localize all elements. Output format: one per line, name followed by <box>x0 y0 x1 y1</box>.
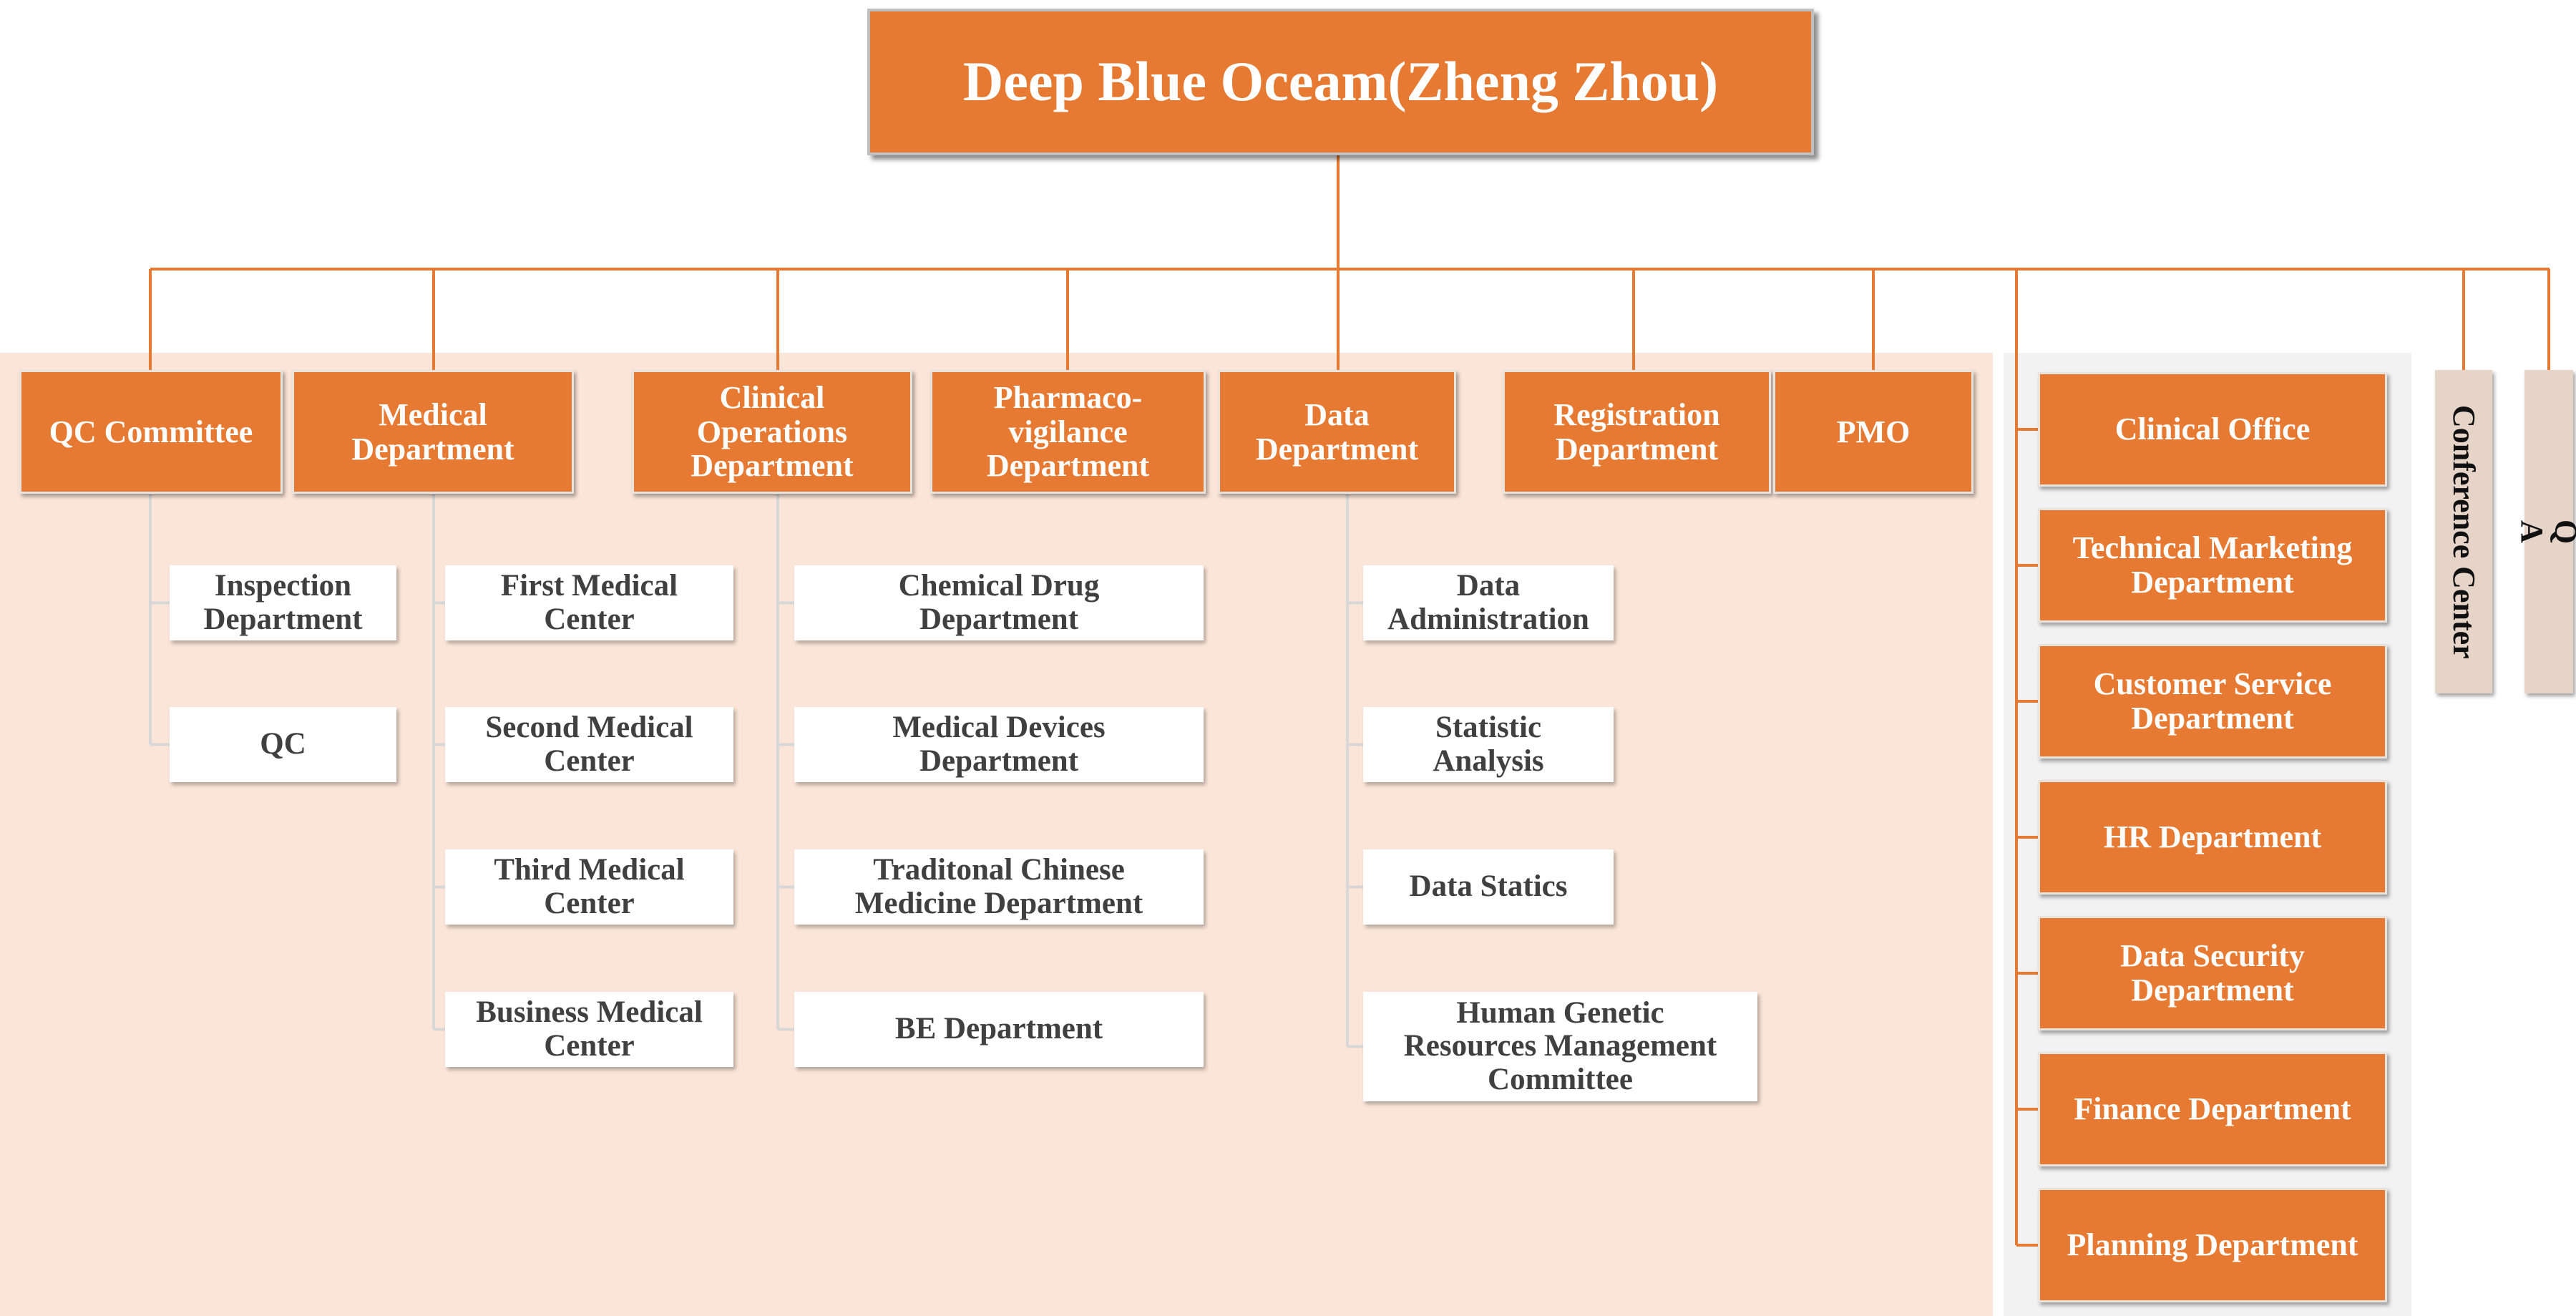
support-box-5: Finance Department <box>2038 1052 2387 1166</box>
sub-box-2-1: Medical Devices Department <box>794 707 1204 782</box>
support-box-6: Planning Department <box>2038 1188 2387 1302</box>
support-box-6-label: Planning Department <box>2067 1227 2358 1263</box>
sub-box-1-3-label: Business Medical Center <box>476 995 703 1063</box>
sub-box-1-2-label: Third Medical Center <box>494 853 685 920</box>
sub-box-4-3: Human Genetic Resources Management Commi… <box>1363 992 1757 1101</box>
sub-box-1-0-label: First Medical Center <box>500 569 678 636</box>
sub-box-1-3: Business Medical Center <box>445 992 733 1067</box>
dept-box-1: Medical Department <box>292 370 574 494</box>
root-box-label: Deep Blue Oceam(Zheng Zhou) <box>962 50 1719 113</box>
dept-box-0-label: QC Committee <box>49 414 253 449</box>
support-box-0: Clinical Office <box>2038 372 2387 487</box>
support-box-0-label: Clinical Office <box>2114 411 2311 447</box>
support-box-3: HR Department <box>2038 780 2387 895</box>
dept-box-6: PMO <box>1773 370 1974 494</box>
sub-box-0-0-label: Inspection Department <box>203 569 363 636</box>
sub-box-4-1-label: Statistic Analysis <box>1433 711 1544 778</box>
support-box-1-label: Technical Marketing Department <box>2072 530 2353 600</box>
sub-box-2-1-label: Medical Devices Department <box>892 711 1106 778</box>
support-box-1: Technical Marketing Department <box>2038 508 2387 623</box>
sub-box-1-2: Third Medical Center <box>445 849 733 925</box>
dept-box-0: QC Committee <box>19 370 283 494</box>
dept-box-3-label: Pharmaco- vigilance Department <box>986 380 1150 484</box>
dept-box-1-label: Medical Department <box>351 396 514 467</box>
sub-box-2-2: Traditonal Chinese Medicine Department <box>794 849 1204 925</box>
sub-box-1-1: Second Medical Center <box>445 707 733 782</box>
dept-box-6-label: PMO <box>1836 414 1911 449</box>
sub-box-2-2-label: Traditonal Chinese Medicine Department <box>854 853 1143 920</box>
sub-box-4-1: Statistic Analysis <box>1363 707 1614 782</box>
support-box-4-label: Data Security Department <box>2120 938 2305 1008</box>
sub-box-4-0-label: Data Administration <box>1387 569 1589 636</box>
sub-box-0-1: QC <box>170 707 396 782</box>
sub-box-2-0-label: Chemical Drug Department <box>898 569 1100 636</box>
sub-box-1-1-label: Second Medical Center <box>485 711 693 778</box>
side-box-1: Q A <box>2514 370 2576 693</box>
support-box-3-label: HR Department <box>2103 819 2322 855</box>
side-box-0-label: Conference Center <box>2446 404 2482 659</box>
dept-box-2: Clinical Operations Department <box>632 370 912 494</box>
sub-box-4-0: Data Administration <box>1363 565 1614 640</box>
side-box-1-label: Q A <box>2514 519 2576 545</box>
dept-box-3: Pharmaco- vigilance Department <box>930 370 1206 494</box>
sub-box-2-3-label: BE Department <box>894 1012 1103 1046</box>
sub-box-0-1-label: QC <box>260 727 306 761</box>
dept-box-5-label: Registration Department <box>1553 396 1720 467</box>
sub-box-2-3: BE Department <box>794 992 1204 1067</box>
side-box-0: Conference Center <box>2435 370 2492 693</box>
sub-box-1-0: First Medical Center <box>445 565 733 640</box>
sub-box-4-2: Data Statics <box>1363 849 1614 925</box>
sub-box-2-0: Chemical Drug Department <box>794 565 1204 640</box>
dept-box-2-label: Clinical Operations Department <box>691 380 854 484</box>
dept-box-4: Data Department <box>1218 370 1456 494</box>
support-box-2: Customer Service Department <box>2038 644 2387 759</box>
sub-box-4-2-label: Data Statics <box>1409 869 1568 904</box>
dept-box-4-label: Data Department <box>1255 396 1419 467</box>
sub-box-0-0: Inspection Department <box>170 565 396 640</box>
root-box: Deep Blue Oceam(Zheng Zhou) <box>867 9 1814 155</box>
support-box-4: Data Security Department <box>2038 916 2387 1030</box>
support-box-2-label: Customer Service Department <box>2093 666 2332 736</box>
support-box-5-label: Finance Department <box>2074 1091 2351 1127</box>
dept-box-5: Registration Department <box>1503 370 1771 494</box>
left-panel <box>0 353 1993 1316</box>
sub-box-4-3-label: Human Genetic Resources Management Commi… <box>1403 995 1717 1096</box>
